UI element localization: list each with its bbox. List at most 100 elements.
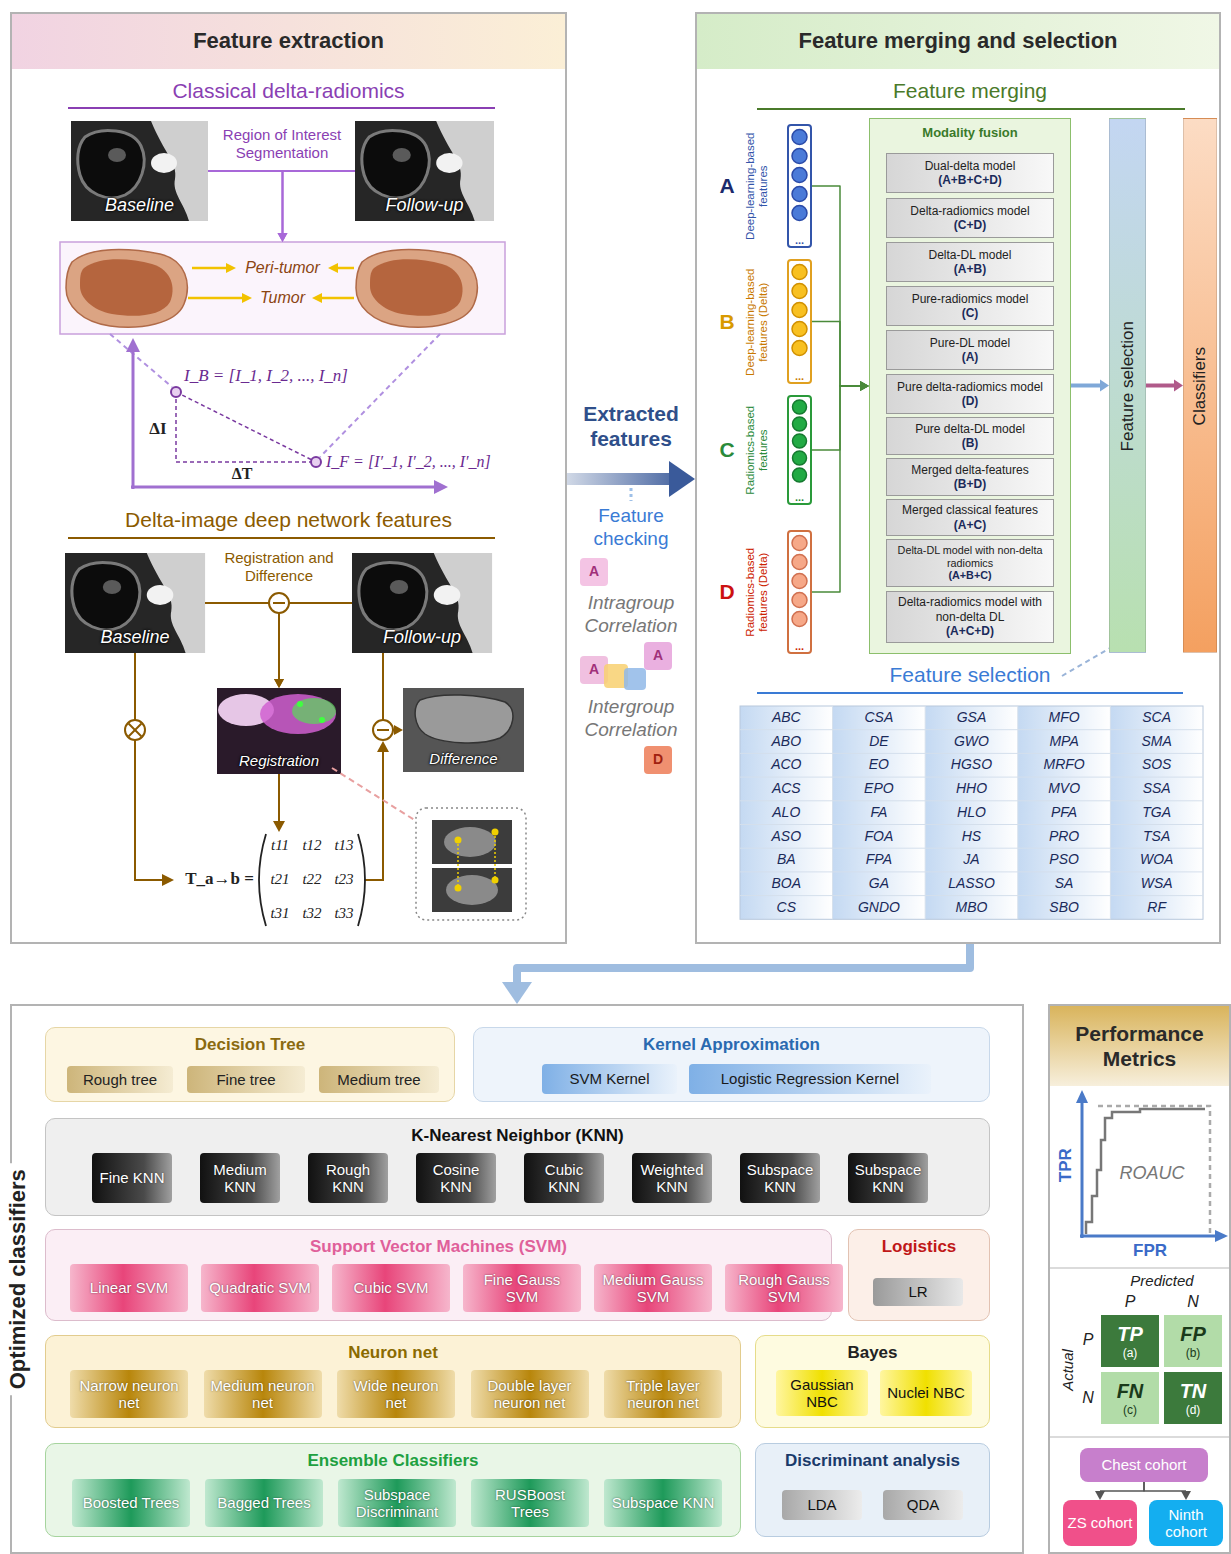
box-label: Double layer neuron net <box>475 1377 585 1412</box>
label: P <box>1120 1292 1140 1311</box>
label: FPR <box>1120 1241 1180 1261</box>
model-label: (C+D) <box>954 218 986 232</box>
feature-label: A <box>717 173 737 198</box>
operator-symbol <box>273 602 285 604</box>
algorithm-table <box>740 800 1203 801</box>
confusion-cell: FN(c) <box>1101 1372 1159 1424</box>
box-label: Rough tree <box>83 1071 157 1088</box>
roi-illustration <box>242 293 252 303</box>
label: GNDO <box>833 896 926 920</box>
cell-label: (b) <box>1186 1346 1201 1360</box>
image-caption: Baseline <box>65 627 205 649</box>
arrow-head <box>860 381 869 391</box>
classifier-box: Triple layer neuron net <box>604 1370 722 1418</box>
feature-vector-circles <box>792 206 807 221</box>
delta-plot <box>171 387 181 397</box>
image-box: Follow-up <box>352 553 492 653</box>
cell-label: TP <box>1117 1322 1143 1346</box>
box-label: Logistic Regression Kernel <box>721 1070 899 1087</box>
keypoint-inset <box>494 832 496 880</box>
classifier-box: LDA <box>782 1490 862 1520</box>
connector <box>205 603 284 688</box>
classifier-box: Medium neuron net <box>204 1370 322 1418</box>
label: Feature checking <box>575 505 687 551</box>
connector <box>208 171 288 242</box>
registration-image <box>217 688 341 774</box>
roi-illustration <box>226 263 236 273</box>
group-title: Modality fusion <box>870 125 1070 141</box>
connector <box>567 461 695 497</box>
keypoint-inset <box>455 837 462 844</box>
box-label: Cubic KNN <box>528 1161 600 1196</box>
bar-label: Feature selection <box>1118 320 1138 450</box>
model-box: Delta-DL model(A+B) <box>886 242 1054 282</box>
matrix-bracket <box>259 834 365 926</box>
box-label: Medium neuron net <box>208 1377 318 1412</box>
panel-title: Feature merging and selection <box>697 14 1219 69</box>
box-label: Cosine KNN <box>420 1161 492 1196</box>
feature-vector-circles <box>792 574 807 589</box>
feature-vector-box: DRadiomics-based features (Delta)... <box>787 530 812 654</box>
model-box: Pure-DL model(A) <box>886 330 1054 370</box>
algorithm-table <box>740 729 1203 730</box>
model-box: Delta-radiomics model(C+D) <box>886 198 1054 238</box>
label: Classical delta-radiomics <box>60 78 517 103</box>
group-title: Support Vector Machines (SVM) <box>46 1237 831 1257</box>
model-box: Pure delta-radiomics model(D) <box>886 374 1054 414</box>
feature-vector-circles <box>792 322 807 337</box>
feature-vector-circles <box>792 555 807 570</box>
cohort-box: Chest cohort <box>1080 1448 1208 1482</box>
model-label: (D) <box>962 394 979 408</box>
label: ABO <box>740 730 833 754</box>
feature-vector-circles <box>793 468 807 482</box>
box-label: Linear SVM <box>90 1279 168 1296</box>
model-label: Delta-radiomics model <box>910 204 1029 218</box>
box-label: Subspace KNN <box>612 1494 715 1511</box>
cell-label: FN <box>1117 1379 1144 1403</box>
model-label: Delta-DL model <box>929 248 1012 262</box>
operator-symbol <box>129 724 142 737</box>
model-box: Merged classical features(A+C) <box>886 499 1054 536</box>
label: SSA <box>1110 777 1203 801</box>
label: HHO <box>925 777 1018 801</box>
keypoint-inset <box>457 840 459 888</box>
connector-line <box>1100 1482 1144 1491</box>
model-label: (A+B) <box>954 262 986 276</box>
roc-plot <box>1081 1102 1084 1238</box>
classifier-box: Double layer neuron net <box>471 1370 589 1418</box>
delta-plot <box>110 334 172 387</box>
arrow-head <box>273 821 285 832</box>
ct-image <box>65 121 494 653</box>
connector-line <box>205 603 279 679</box>
feature-vector-circles <box>792 303 807 318</box>
label: GWO <box>925 730 1018 754</box>
classifier-box: LR <box>873 1278 963 1306</box>
box-label: Medium tree <box>337 1071 420 1088</box>
algorithm-table <box>1017 706 1018 919</box>
label: Intragroup Correlation <box>566 592 696 638</box>
roi-illustration <box>370 259 463 316</box>
box-label: Chest cohort <box>1101 1456 1186 1473</box>
group-title: Discriminant analysis <box>756 1451 989 1471</box>
label: A <box>580 563 608 580</box>
label: ACS <box>740 777 833 801</box>
connector-line <box>1146 384 1174 388</box>
label: EO <box>833 753 926 777</box>
classifier-group: Ensemble ClassifiersBoosted TreesBagged … <box>45 1443 741 1537</box>
roc-plot <box>1086 1109 1205 1234</box>
arrow-head <box>669 461 695 497</box>
feature-vector-circles <box>792 168 807 183</box>
feature-label: D <box>717 579 737 604</box>
connector <box>812 186 869 391</box>
label: Delta-image deep network features <box>60 507 517 532</box>
classifier-group: K-Nearest Neighbor (KNN)Fine KNNMedium K… <box>45 1118 990 1216</box>
label: SA <box>1018 872 1111 896</box>
panel-title: Feature extraction <box>12 14 565 69</box>
model-label: Delta-DL model with non-delta radiomics <box>890 544 1050 570</box>
model-label: (A+B+C) <box>948 569 991 582</box>
group-title: Bayes <box>756 1343 989 1363</box>
delta-plot <box>176 392 316 462</box>
classifier-box: Rough tree <box>67 1066 173 1093</box>
feature-vector-circles <box>792 341 807 356</box>
section-underline <box>68 107 495 109</box>
